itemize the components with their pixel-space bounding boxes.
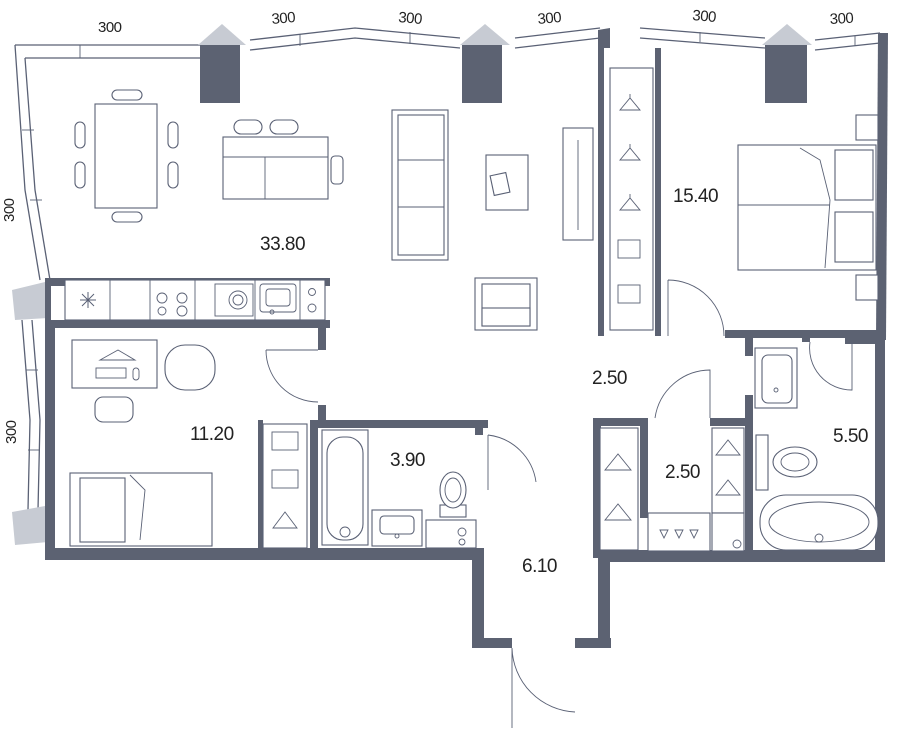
dining-table-icon: [74, 89, 179, 223]
window-dim-5: 300: [692, 7, 717, 26]
stove-hob-icon: [156, 292, 188, 317]
window-dim-7: 300: [1, 198, 18, 222]
toilet-icon: [755, 434, 818, 491]
coffee-table: [485, 154, 529, 211]
window-dim-1: 300: [98, 19, 122, 36]
freezer-snowflake-icon: [80, 292, 96, 308]
window-dim-6: 300: [829, 10, 854, 28]
hanger-icon: [715, 439, 741, 456]
hanger-icon: [272, 511, 298, 529]
hanger-icon: [619, 194, 641, 211]
window-block: [12, 282, 48, 320]
area-entrance-hall: 6.10: [522, 556, 557, 577]
area-corridor: 2.50: [592, 368, 627, 389]
wardrobe-hall: [599, 427, 639, 551]
area-wardrobe: 2.50: [665, 462, 700, 483]
window-blocks: [12, 24, 812, 545]
washing-machine-icon: [214, 283, 254, 317]
window-block: [762, 24, 812, 45]
window-block: [460, 24, 510, 45]
facade-glazing: [14, 27, 881, 511]
hanger-icon: [604, 503, 632, 521]
kitchen-island: [222, 119, 344, 200]
area-bathroom-main: 5.50: [833, 426, 868, 447]
bed-icon: [69, 472, 213, 547]
desk-mirror: [562, 127, 594, 241]
sofa-icon: [391, 109, 449, 261]
hanger-icon: [619, 144, 641, 161]
area-living-kitchen: 33.80: [260, 234, 305, 255]
room-area-labels: 33.80 15.40 11.20 2.50 2.50 5.50 3.90 6.…: [190, 186, 868, 577]
sink-icon: [259, 283, 297, 315]
stove-hob-icon: [307, 288, 317, 313]
window-dimension-labels: 300 300 300 300 300 300 300 300: [1, 7, 854, 444]
area-bedroom-small: 11.20: [190, 424, 234, 445]
window-dim-2: 300: [271, 9, 296, 28]
sink-icon: [371, 509, 423, 547]
window-dim-3: 300: [398, 9, 423, 28]
wardrobe-main: [609, 67, 654, 331]
hanger-icon: [715, 479, 741, 496]
hanger-icon: [604, 453, 632, 471]
window-block: [12, 506, 48, 545]
kitchen-counter: [64, 279, 326, 321]
desk-icon: [71, 339, 216, 423]
window-dim-8: 300: [3, 420, 20, 444]
doors: [265, 279, 853, 728]
bathtub-icon: [321, 429, 369, 546]
walls: [45, 28, 888, 648]
wardrobe-closet: [647, 427, 745, 552]
armchair: [474, 277, 538, 331]
area-bedroom-main: 15.40: [673, 186, 718, 207]
bed-icon: [737, 114, 879, 301]
bathtub-icon: [759, 494, 879, 551]
wardrobe-small: [262, 423, 308, 549]
window-block: [198, 24, 246, 45]
washing-machine-icon: [425, 519, 477, 549]
sink-icon: [754, 347, 798, 409]
area-bathroom-small: 3.90: [390, 450, 425, 471]
toilet-icon: [439, 471, 467, 518]
window-dim-4: 300: [537, 9, 562, 28]
hanger-icon: [619, 94, 641, 111]
